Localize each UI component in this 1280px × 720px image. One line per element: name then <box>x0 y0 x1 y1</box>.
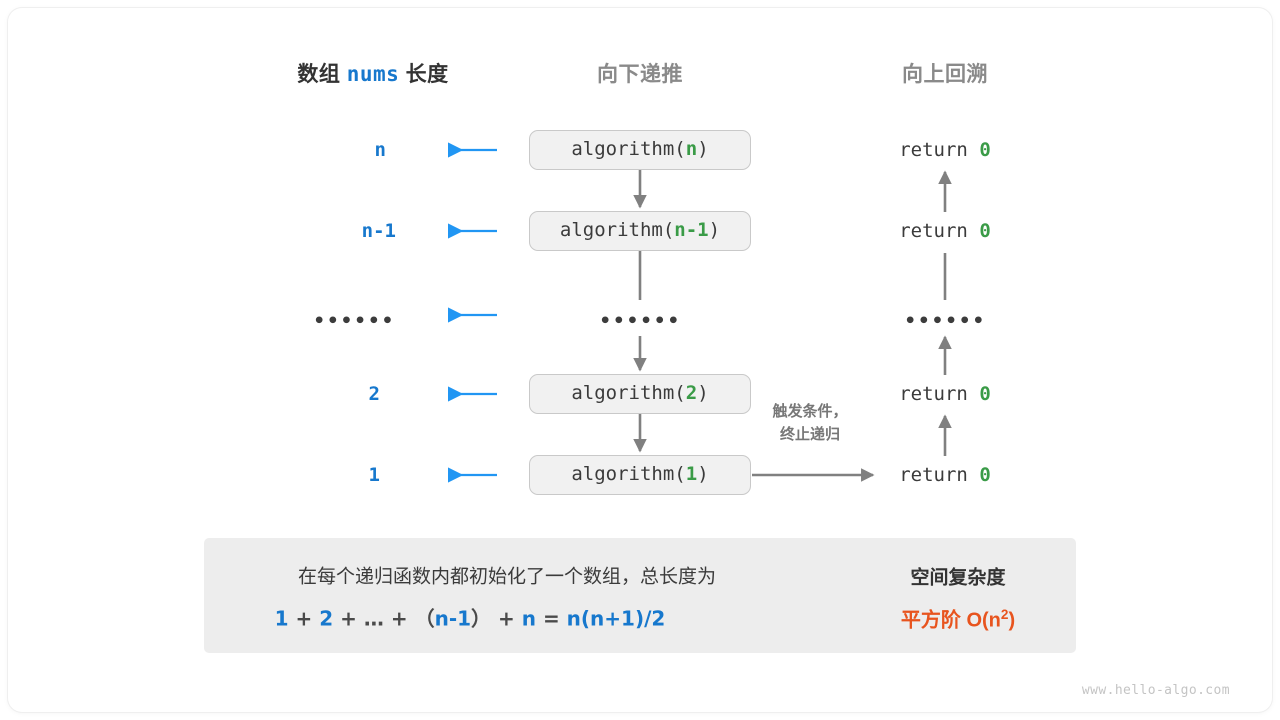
blue-length-arrows <box>447 142 497 483</box>
return-keyword: return <box>899 220 968 242</box>
return-keyword: return <box>899 139 968 161</box>
call-arg: 1 <box>685 463 698 485</box>
length-label-row-0: n <box>374 139 386 161</box>
call-arg: n-1 <box>674 219 709 241</box>
summary-panel <box>204 538 1076 653</box>
formula-part-0: 1 <box>274 606 289 631</box>
annotation-line-1: 触发条件， <box>772 403 848 420</box>
length-label-row-3: 2 <box>368 383 380 405</box>
length-label-row-2-ellipsis: •••••• <box>313 310 395 332</box>
call-prefix: algorithm( <box>571 463 686 485</box>
call-suffix: ) <box>697 463 709 485</box>
formula-part-10: n(n+1)/2 <box>566 606 666 631</box>
return-label-row-1: return 0 <box>899 220 991 242</box>
column-header-array-length: 数组 nums 长度 <box>297 58 448 88</box>
return-value: 0 <box>979 139 991 161</box>
formula-part-9: = <box>535 606 567 631</box>
space-complexity-value: 平方阶 O(n2) <box>901 604 1015 633</box>
call-suffix: ) <box>708 219 721 241</box>
summary-formula: 1 + 2 + … + （n-1） + n = n(n+1)/2 <box>275 603 666 632</box>
complexity-order-label: 平方阶 <box>900 609 961 632</box>
call-box-row-4[interactable]: algorithm(1) <box>529 455 751 495</box>
complexity-notation: O(n <box>966 609 1001 632</box>
formula-part-1: + <box>288 606 320 631</box>
return-label-row-0: return 0 <box>899 139 991 161</box>
call-box-row-3[interactable]: algorithm(2) <box>529 374 751 414</box>
return-label-row-3: return 0 <box>899 383 991 405</box>
formula-part-7: + <box>491 606 522 631</box>
formula-part-2: 2 <box>319 606 334 631</box>
return-value: 0 <box>979 220 991 242</box>
formula-part-3: + … + <box>333 606 415 631</box>
return-value: 0 <box>979 383 991 405</box>
length-label-row-4: 1 <box>368 464 380 486</box>
header-left-prefix: 数组 <box>297 63 341 86</box>
space-complexity-title: 空间复杂度 <box>910 567 1006 589</box>
call-box-row-1[interactable]: algorithm(n-1) <box>529 211 751 251</box>
watermark: www.hello-algo.com <box>1081 683 1230 698</box>
call-suffix: ) <box>697 382 709 404</box>
annotation-line-2: 终止递归 <box>779 426 841 444</box>
call-prefix: algorithm( <box>559 219 675 241</box>
call-box-row-2-ellipsis: •••••• <box>599 310 681 332</box>
complexity-exponent: 2 <box>1000 606 1009 622</box>
call-prefix: algorithm( <box>571 138 686 160</box>
call-prefix: algorithm( <box>571 382 686 404</box>
column-header-recurse-down: 向下递推 <box>597 63 683 86</box>
formula-part-5: n-1 <box>434 606 472 631</box>
summary-description: 在每个递归函数内都初始化了一个数组，总长度为 <box>297 566 717 588</box>
column-header-backtrack-up: 向上回溯 <box>902 63 988 86</box>
formula-part-6: ） <box>471 606 492 631</box>
length-label-row-1: n-1 <box>361 220 396 242</box>
call-arg: n <box>685 138 698 160</box>
return-keyword: return <box>899 464 968 486</box>
return-label-row-2-ellipsis: •••••• <box>904 310 986 332</box>
call-suffix: ) <box>697 138 709 160</box>
header-left-code: nums <box>346 62 400 86</box>
formula-part-4: （ <box>414 606 435 631</box>
call-box-row-0[interactable]: algorithm(n) <box>529 130 751 170</box>
formula-part-8: n <box>521 606 536 631</box>
call-arg: 2 <box>685 382 698 404</box>
termination-annotation: 触发条件， 终止递归 <box>772 400 847 447</box>
return-keyword: return <box>899 383 968 405</box>
complexity-close-paren: ) <box>1008 609 1016 632</box>
return-value: 0 <box>979 464 991 486</box>
return-label-row-4: return 0 <box>899 464 991 486</box>
header-left-suffix: 长度 <box>405 63 449 86</box>
